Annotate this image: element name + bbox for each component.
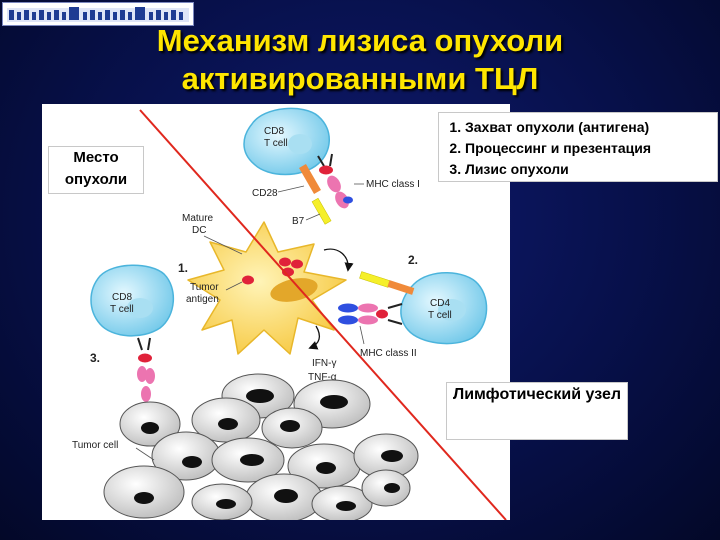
- building-icon: [7, 7, 189, 22]
- cd4-nucleus: [438, 299, 466, 321]
- mhc2-pink-2: [358, 315, 378, 325]
- step-1: Захват опухоли (антигена): [465, 117, 717, 138]
- mhc2-blue-2: [338, 315, 358, 325]
- mhc2-pink-1: [358, 303, 378, 313]
- step-3: Лизис опухоли: [465, 159, 717, 180]
- mhc1-blue: [343, 196, 353, 204]
- antigen-red-2: [291, 259, 303, 269]
- cd8-left-label: CD8: [112, 292, 132, 303]
- institution-logo: [2, 2, 194, 26]
- slide-title: Механизм лизиса опухоли активированными …: [60, 22, 660, 98]
- title-line-2: активированными ТЦЛ: [181, 61, 539, 96]
- cd28-label: CD28: [252, 188, 278, 199]
- mhc1-pink-1: [327, 175, 341, 193]
- mature-label: Mature: [182, 213, 214, 224]
- tcr-red-left: [138, 353, 152, 363]
- mhc2-blue-1: [338, 303, 358, 313]
- cd28-bar: [299, 164, 321, 194]
- mhc2-label: MHC class II: [360, 348, 417, 359]
- mhc1-left-pink-1: [137, 366, 147, 382]
- mhc1-left-pink-2: [145, 368, 155, 384]
- antigen-red-1: [279, 257, 291, 267]
- tcr-receptor-top: [317, 153, 333, 167]
- step-number-3: 3.: [90, 351, 100, 365]
- tcell-top-label: T cell: [264, 138, 288, 149]
- ifn-label: IFN-γ: [312, 358, 336, 369]
- steps-list-box: Захват опухоли (антигена) Процессинг и п…: [438, 112, 718, 182]
- b7-label: B7: [292, 216, 305, 227]
- steps-list: Захват опухоли (антигена) Процессинг и п…: [439, 117, 717, 180]
- step-2: Процессинг и презентация: [465, 138, 717, 159]
- cd8-tcell-top: [243, 107, 330, 176]
- tcell-left-label: T cell: [110, 304, 134, 315]
- mhc2-red: [376, 309, 388, 319]
- step-number-2: 2.: [408, 253, 418, 267]
- arrow-to-cd4: [323, 248, 354, 272]
- lymph-node-label-box: Лимфотический узел: [446, 382, 628, 440]
- arrow-to-cytokines: [308, 325, 321, 350]
- tcr-receptor-cd4: [387, 303, 403, 325]
- tumor-cell-label: Tumor cell: [72, 440, 118, 451]
- tcell-nucleus-left: [127, 298, 153, 318]
- diagonal-separator: [139, 109, 507, 520]
- mhc1-left-pink-3: [141, 386, 151, 402]
- b7-bar-2: [359, 271, 391, 288]
- tnf-label: TNF-α: [308, 372, 337, 383]
- cd4-tcell-label: T cell: [428, 310, 452, 321]
- tumor-site-label-box: Место опухоли: [48, 146, 144, 194]
- antigen-red-4: [242, 275, 254, 285]
- b7-bar: [311, 197, 332, 225]
- cd8-top-label: CD8: [264, 126, 284, 137]
- tcell-nucleus-top: [288, 134, 312, 154]
- tumor-label: Tumor: [190, 282, 219, 293]
- dc-label: DC: [192, 225, 206, 236]
- tumor-site-label: Место опухоли: [64, 149, 128, 188]
- mature-dendritic-cell: [187, 221, 347, 355]
- antigen-red-3: [282, 267, 294, 277]
- cd28-bar-2: [387, 280, 415, 295]
- tcr-red-top: [319, 165, 333, 175]
- step-number-1: 1.: [178, 261, 188, 275]
- tcr-receptor-left: [137, 337, 151, 351]
- antigen-label: antigen: [186, 294, 219, 305]
- cd4-label: CD4: [430, 298, 450, 309]
- mhc1-pink-2: [335, 191, 349, 209]
- title-line-1: Механизм лизиса опухоли: [156, 23, 564, 58]
- mhc1-label: MHC class I: [366, 179, 420, 190]
- tumor-cells: [103, 373, 419, 520]
- lymph-node-label: Лимфотический узел: [452, 386, 621, 403]
